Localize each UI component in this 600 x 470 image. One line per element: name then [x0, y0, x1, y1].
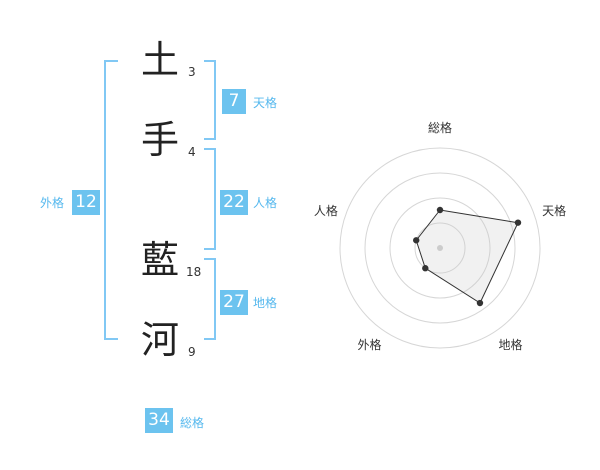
- chikaku-badge: 27: [220, 290, 248, 315]
- gaikaku-badge: 12: [72, 190, 100, 215]
- radar-center-dot: [437, 245, 443, 251]
- soukaku-label: 総格: [180, 416, 205, 430]
- radar-point: [413, 237, 420, 244]
- name-char-3: 藍: [140, 238, 179, 282]
- soukaku-badge: 34: [145, 408, 173, 433]
- radar-grid-ring: [389, 197, 491, 299]
- chikaku-label: 地格: [253, 296, 278, 310]
- radar-axis-label: 人格: [314, 203, 338, 218]
- radar-axis-label: 外格: [357, 337, 381, 352]
- gaikaku-label: 外格: [40, 196, 65, 210]
- tenkaku-badge: 7: [222, 89, 246, 114]
- tenkaku-bracket: [204, 60, 216, 140]
- name-char-2: 手: [140, 118, 179, 162]
- radar-axis-label: 地格: [499, 337, 523, 352]
- radar-axis-label: 総格: [428, 120, 452, 135]
- radar-point: [436, 206, 444, 214]
- jinkaku-bracket: [204, 148, 216, 250]
- name-char-4: 河: [140, 318, 179, 362]
- radar-point: [514, 219, 522, 226]
- radar-grid-ring: [339, 147, 541, 349]
- stroke-count-4: 9: [188, 345, 196, 359]
- stroke-count-3: 18: [186, 265, 202, 279]
- jinkaku-badge: 22: [220, 190, 248, 215]
- radar-axis-label: 天格: [542, 203, 566, 218]
- tenkaku-label: 天格: [253, 96, 278, 110]
- name-char-1: 土: [140, 38, 179, 82]
- radar-grid-ring: [364, 172, 516, 324]
- chikaku-bracket: [204, 258, 216, 340]
- radar-grid-ring: [414, 222, 466, 274]
- stroke-count-2: 4: [188, 145, 196, 159]
- radar-point: [422, 265, 429, 272]
- stroke-count-1: 3: [188, 65, 196, 79]
- radar-point: [476, 299, 484, 307]
- jinkaku-label: 人格: [253, 196, 278, 210]
- radar-series-area: [415, 209, 519, 304]
- gaikaku-bracket: [104, 60, 118, 340]
